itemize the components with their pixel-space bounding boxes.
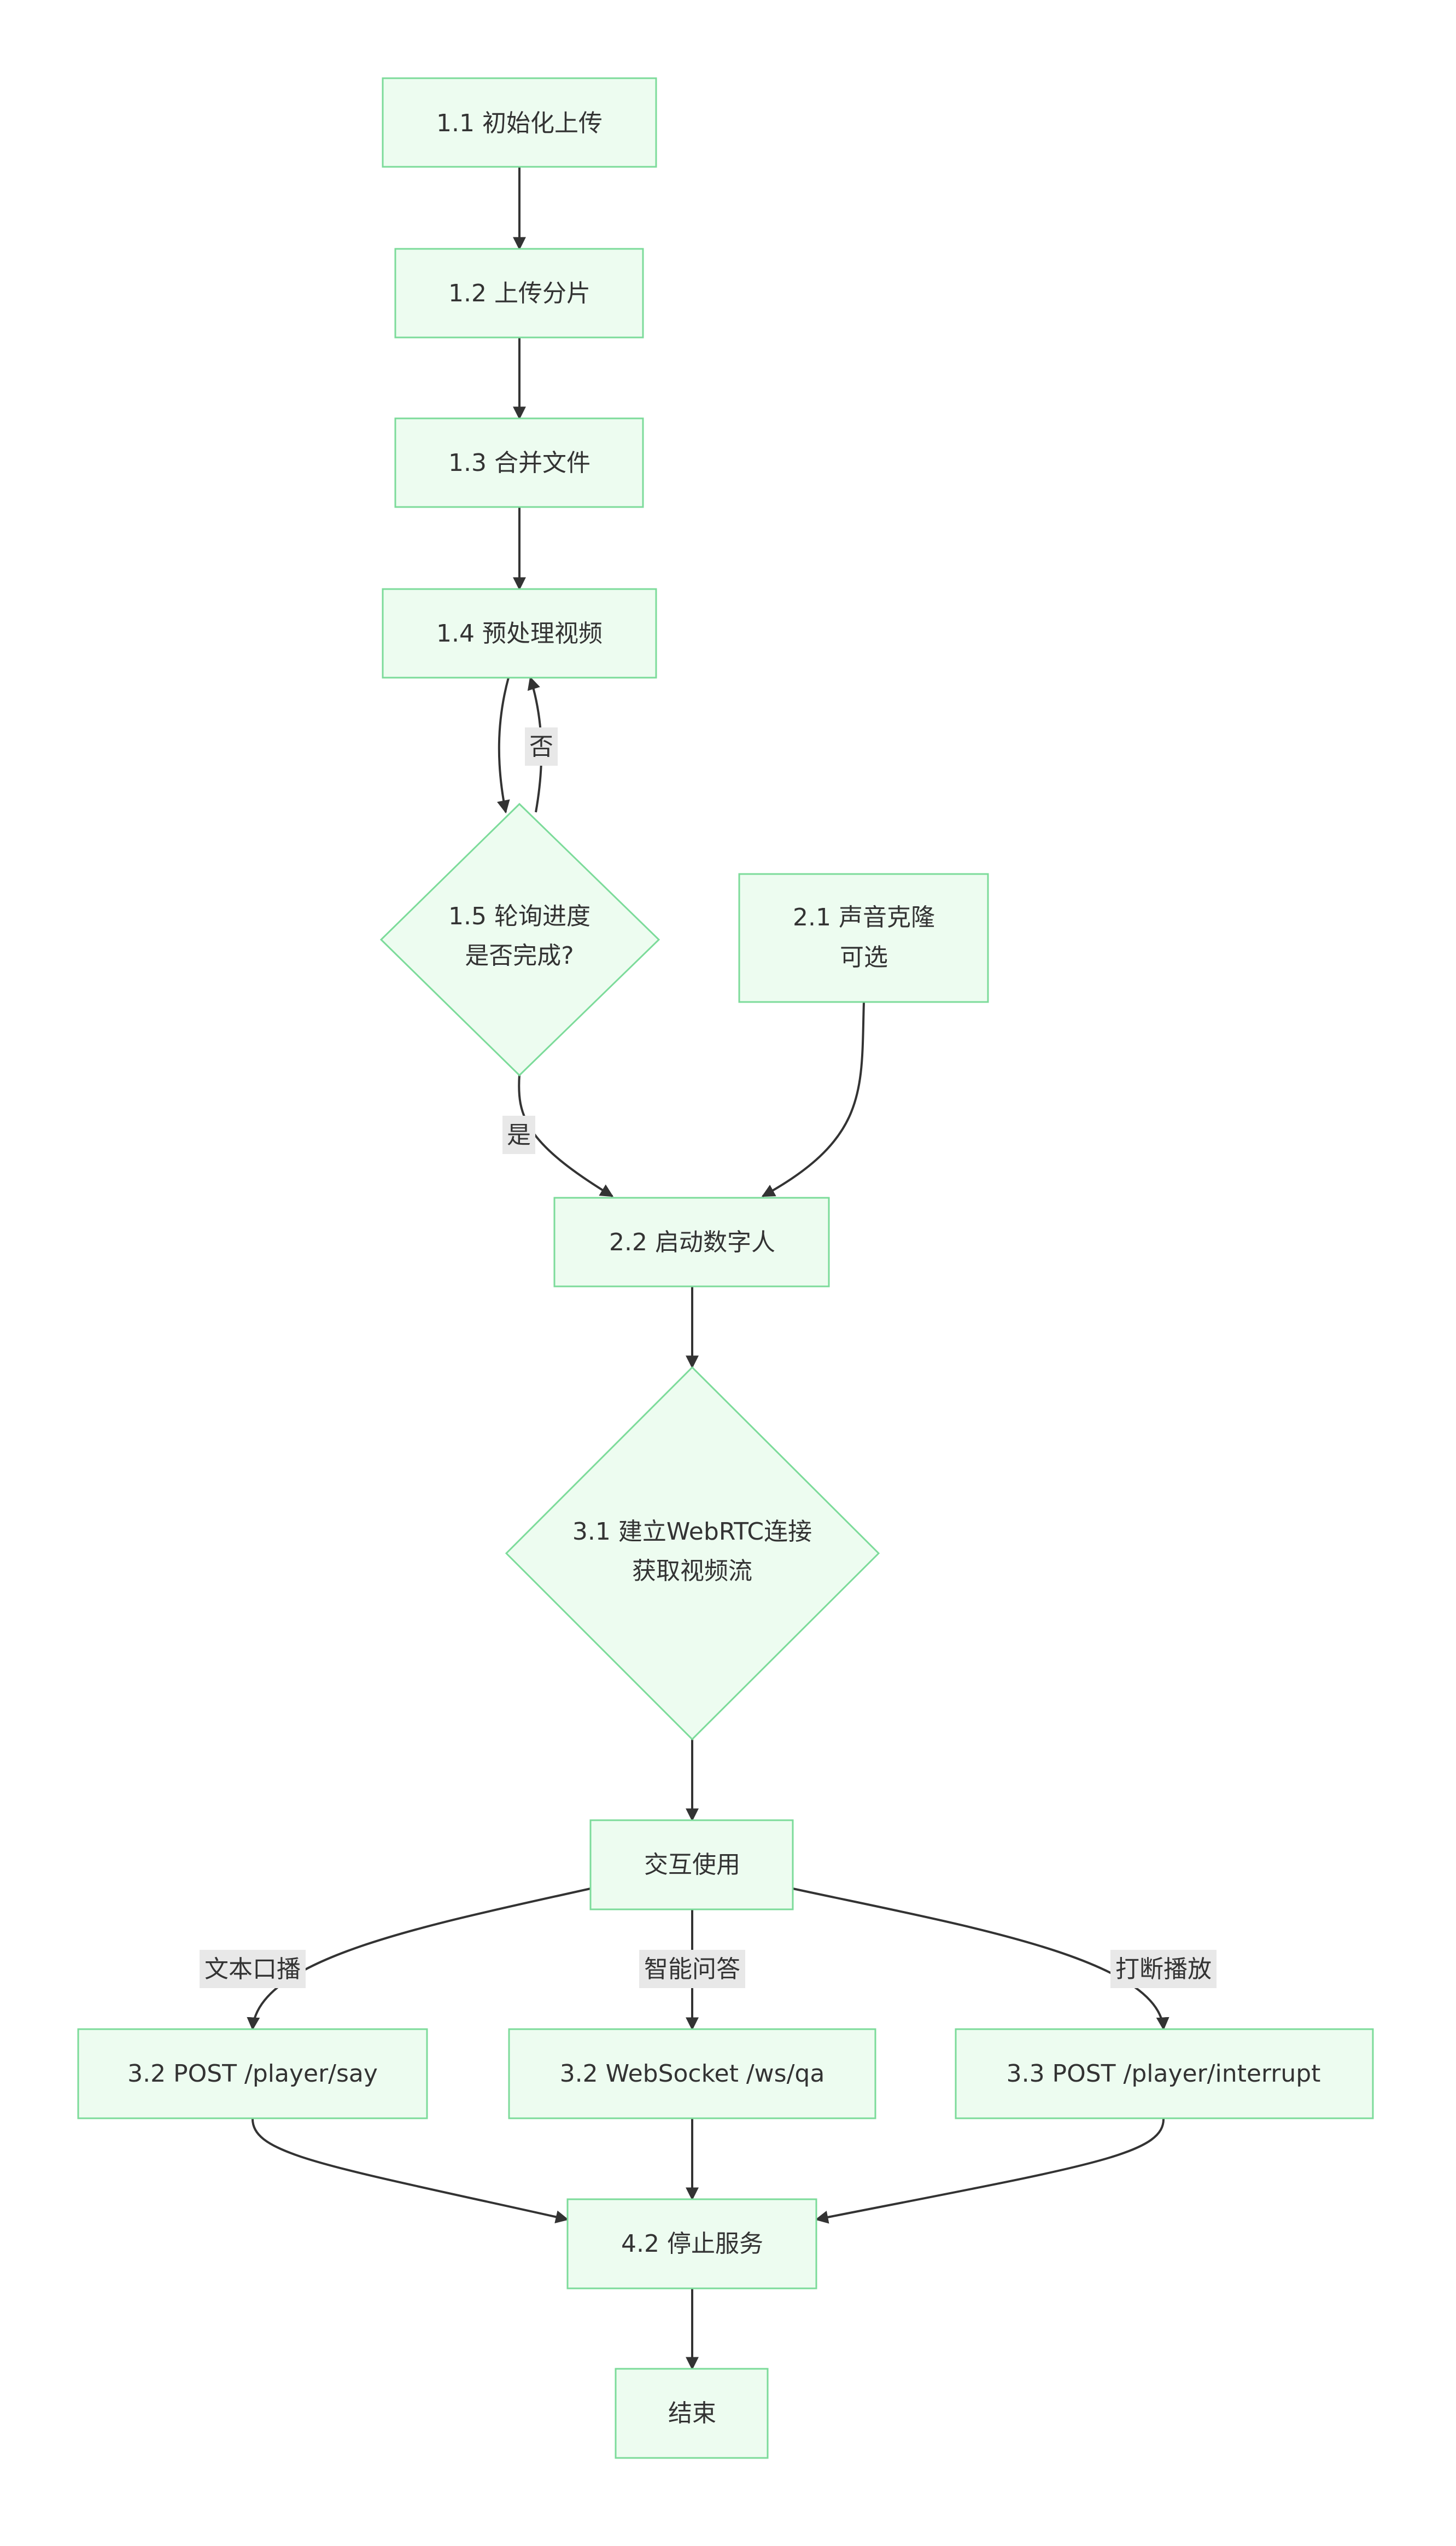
edge-labels: 否 是 文本口播 智能问答 打断播放 [200, 727, 1217, 1988]
svg-text:1.3 合并文件: 1.3 合并文件 [448, 449, 590, 477]
nodes: 1.1 初始化上传 1.2 上传分片 1.3 合并文件 1.4 预处理视频 1.… [77, 77, 1374, 2459]
node-interact[interactable]: 交互使用 [589, 1819, 794, 1910]
node-stop-service[interactable]: 4.2 停止服务 [566, 2198, 817, 2289]
edge-interrupt-to-stop [815, 2118, 1165, 2224]
edge-interact-to-say [247, 1887, 591, 2031]
node-poll-progress-decision[interactable]: 1.5 轮询进度 是否完成? [379, 802, 660, 1077]
svg-text:1.2 上传分片: 1.2 上传分片 [448, 279, 590, 307]
svg-text:3.2 WebSocket /ws/qa: 3.2 WebSocket /ws/qa [560, 2060, 825, 2088]
svg-text:3.2 POST /player/say: 3.2 POST /player/say [127, 2060, 378, 2088]
svg-text:1.5 轮询进度: 1.5 轮询进度 [448, 902, 590, 930]
edge-preprocess-to-poll [497, 677, 510, 814]
svg-text:3.1 建立WebRTC连接: 3.1 建立WebRTC连接 [572, 1518, 812, 1546]
node-player-interrupt[interactable]: 3.3 POST /player/interrupt [955, 2028, 1374, 2119]
svg-text:是: 是 [507, 1121, 531, 1149]
svg-text:2.1 声音克隆: 2.1 声音克隆 [793, 904, 935, 931]
svg-text:结束: 结束 [668, 2399, 716, 2427]
edge-label-interrupt-play: 打断播放 [1110, 1950, 1217, 1988]
svg-text:1.1 初始化上传: 1.1 初始化上传 [436, 109, 603, 137]
svg-text:是否完成?: 是否完成? [465, 942, 574, 970]
svg-text:1.4 预处理视频: 1.4 预处理视频 [436, 620, 603, 648]
edge-label-no: 否 [525, 727, 558, 766]
svg-text:获取视频流: 获取视频流 [632, 1557, 752, 1585]
edge-voiceclone-to-start [761, 1001, 865, 1197]
node-end[interactable]: 结束 [615, 2368, 769, 2459]
edge-say-to-stop [251, 2118, 569, 2223]
node-start-avatar[interactable]: 2.2 启动数字人 [553, 1197, 830, 1287]
svg-text:否: 否 [529, 733, 553, 761]
svg-text:可选: 可选 [840, 943, 888, 971]
svg-text:2.2 启动数字人: 2.2 启动数字人 [609, 1228, 775, 1256]
node-webrtc-decision[interactable]: 3.1 建立WebRTC连接 获取视频流 [505, 1366, 880, 1741]
svg-text:智能问答: 智能问答 [644, 1955, 740, 1983]
edge-label-text-broadcast: 文本口播 [200, 1950, 306, 1988]
node-merge-file[interactable]: 1.3 合并文件 [394, 417, 644, 508]
svg-text:3.3 POST /player/interrupt: 3.3 POST /player/interrupt [1007, 2060, 1321, 2088]
node-init-upload[interactable]: 1.1 初始化上传 [382, 77, 657, 168]
svg-text:文本口播: 文本口播 [204, 1955, 301, 1983]
svg-text:4.2 停止服务: 4.2 停止服务 [621, 2230, 763, 2258]
edge-label-yes: 是 [502, 1116, 535, 1154]
node-voice-clone[interactable]: 2.1 声音克隆 可选 [738, 873, 989, 1003]
node-upload-chunks[interactable]: 1.2 上传分片 [394, 248, 644, 339]
node-player-say[interactable]: 3.2 POST /player/say [77, 2028, 428, 2119]
svg-text:交互使用: 交互使用 [644, 1851, 740, 1879]
node-ws-qa[interactable]: 3.2 WebSocket /ws/qa [508, 2028, 876, 2119]
svg-text:打断播放: 打断播放 [1115, 1955, 1212, 1983]
node-preprocess-video[interactable]: 1.4 预处理视频 [382, 588, 657, 679]
edge-label-smart-qa: 智能问答 [639, 1950, 745, 1988]
edge-interact-to-interrupt [792, 1887, 1170, 2031]
